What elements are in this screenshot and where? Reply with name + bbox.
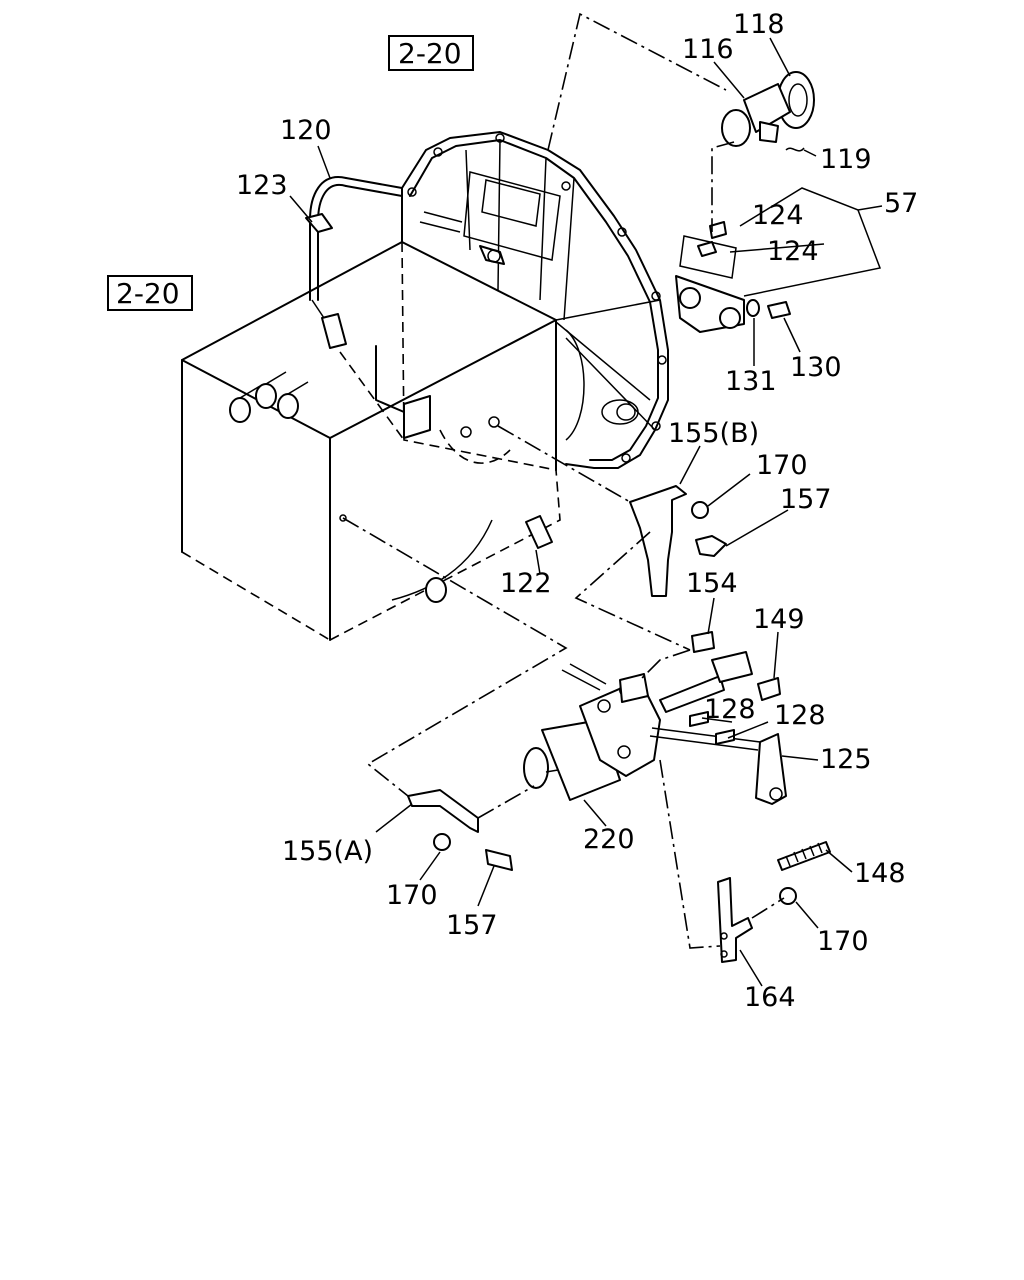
assembly-lines	[342, 12, 785, 949]
label-128-left: 128	[704, 694, 756, 725]
label-170-lower-right: 170	[817, 926, 869, 957]
label-131: 131	[725, 366, 777, 397]
release-bearing-group	[721, 71, 815, 152]
label-155b: 155(B)	[668, 418, 759, 449]
label-149: 149	[753, 604, 805, 635]
label-130: 130	[790, 352, 842, 383]
lever-and-small-parts	[433, 501, 831, 905]
label-125: 125	[820, 744, 872, 775]
label-148: 148	[854, 858, 906, 889]
label-116: 116	[682, 34, 734, 65]
label-157-upper: 157	[780, 484, 832, 515]
label-164: 164	[744, 982, 796, 1013]
flywheel-housing	[401, 131, 669, 469]
label-119: 119	[820, 144, 872, 175]
label-220: 220	[583, 824, 635, 855]
brackets	[407, 485, 753, 963]
label-170-lower-left: 170	[386, 880, 438, 911]
label-128-right: 128	[774, 700, 826, 731]
label-170-upper: 170	[756, 450, 808, 481]
label-57: 57	[884, 188, 918, 219]
label-157-lower: 157	[446, 910, 498, 941]
label-120: 120	[280, 115, 332, 146]
reference-box-top[interactable]: 2-20	[388, 35, 474, 71]
label-154: 154	[686, 568, 738, 599]
clutch-booster	[523, 651, 781, 801]
fork-assembly	[675, 221, 791, 333]
transmission-block	[181, 241, 561, 641]
reference-label-left: 2-20	[116, 277, 180, 310]
label-124-lower: 124	[767, 236, 819, 267]
label-155a: 155(A)	[282, 836, 373, 867]
label-118: 118	[733, 9, 785, 40]
callout-labels: 118 116 120 123 119 57 124 124 131 130 1…	[236, 9, 918, 1013]
label-123: 123	[236, 170, 288, 201]
reference-label-top: 2-20	[398, 37, 462, 70]
pipe-assembly	[305, 176, 405, 441]
label-124-upper: 124	[752, 200, 804, 231]
reference-box-left[interactable]: 2-20	[107, 275, 193, 311]
label-122: 122	[500, 568, 552, 599]
leader-lines	[289, 37, 883, 987]
